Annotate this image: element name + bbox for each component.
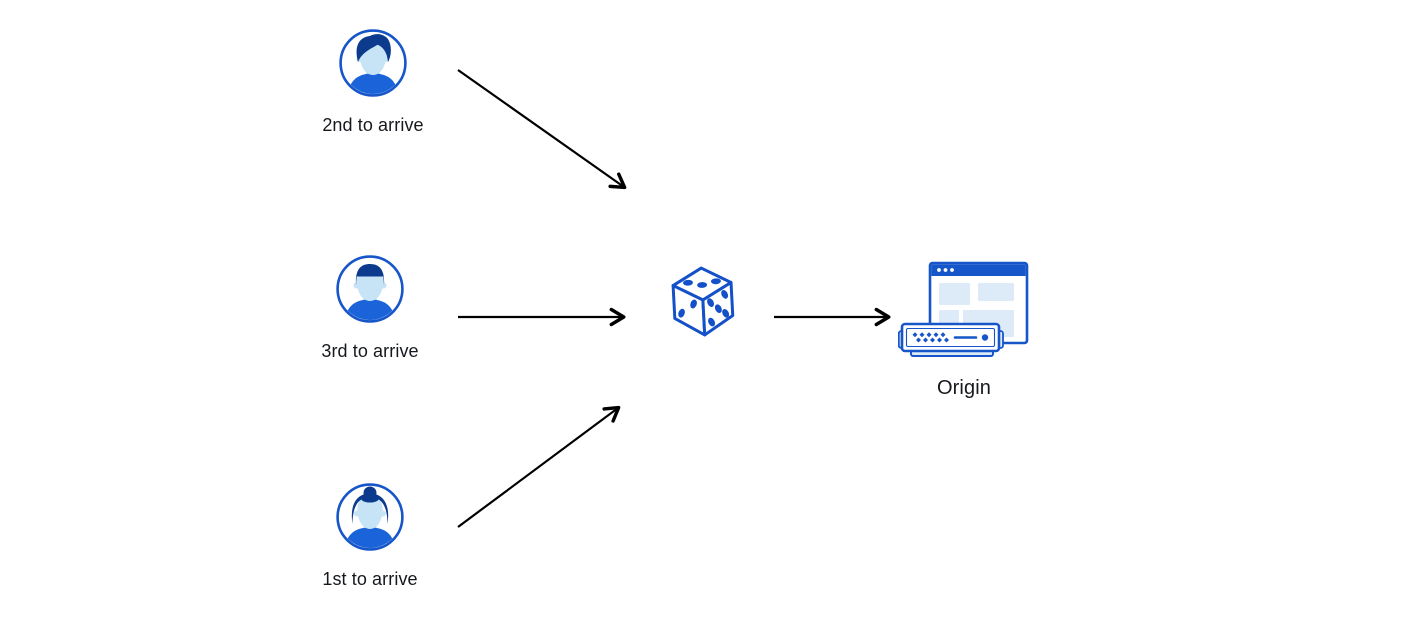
node-label-2nd: 2nd to arrive	[322, 115, 424, 135]
server-icon	[898, 322, 1004, 357]
dice-icon	[671, 266, 735, 337]
male-flattop-avatar-icon	[336, 255, 404, 323]
node-dice	[665, 262, 741, 346]
node-label-3rd: 3rd to arrive	[321, 341, 419, 361]
server-vent-pattern	[912, 332, 949, 343]
node-user-2nd: 2nd to arrive	[288, 28, 458, 136]
browser-window-and-server-icon	[898, 261, 1029, 357]
node-label-origin: Origin	[937, 377, 991, 399]
male-quiff-avatar-icon	[339, 29, 407, 97]
node-label-1st: 1st to arrive	[322, 569, 418, 589]
arrow-2nd-to-dice	[457, 69, 627, 190]
arrow-1st-to-dice	[457, 405, 621, 528]
node-user-1st: 1st to arrive	[285, 482, 455, 590]
node-origin: Origin	[879, 258, 1049, 400]
node-user-3rd: 3rd to arrive	[285, 254, 455, 362]
female-bun-avatar-icon	[336, 483, 404, 551]
